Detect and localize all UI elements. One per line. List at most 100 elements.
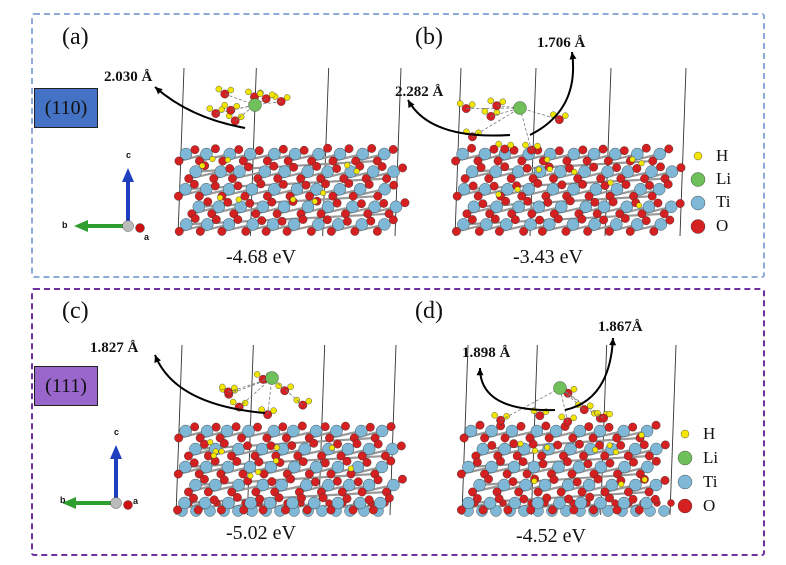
arrow-d2 <box>564 337 614 411</box>
h-atom <box>273 444 280 451</box>
panel-label-b: (b) <box>415 24 443 50</box>
h-atom <box>495 140 502 148</box>
ti-atom <box>579 200 593 214</box>
o-atom <box>475 420 485 430</box>
o-atom <box>456 505 466 515</box>
ti-atom <box>546 182 560 196</box>
h-atom <box>255 468 262 475</box>
o-atom <box>267 477 277 487</box>
o-atom <box>189 493 198 503</box>
o-atom <box>542 493 552 503</box>
ti-atom <box>331 460 345 474</box>
axes-bottom-origin <box>110 497 122 509</box>
arrow-d1 <box>479 367 556 412</box>
ti-atom <box>189 442 202 456</box>
ti-atom <box>653 147 666 161</box>
h-atom <box>320 189 327 196</box>
o-atom <box>484 474 493 484</box>
ti-atom <box>530 424 544 438</box>
hydrogen-bond <box>215 104 256 114</box>
o-atom <box>487 440 497 450</box>
ti-atom <box>321 200 335 214</box>
o-atom <box>645 180 654 190</box>
h-atom <box>544 444 551 451</box>
o-atom <box>211 422 221 432</box>
o-atom <box>289 162 299 172</box>
h-atom <box>253 371 261 378</box>
o-atom <box>223 197 233 207</box>
ti-atom <box>478 147 492 161</box>
o-atom <box>305 191 314 201</box>
ti-atom <box>287 218 301 231</box>
ti-atom <box>641 460 654 474</box>
panel-label-a: (a) <box>62 24 89 50</box>
arrow-a-head <box>155 87 163 95</box>
o-atom <box>323 143 333 153</box>
ti-atom <box>524 218 537 231</box>
energy-a: -4.68 eV <box>226 246 296 268</box>
h-atom <box>514 186 521 193</box>
o-atom <box>468 487 477 497</box>
h-atom <box>517 440 524 447</box>
o-atom <box>282 226 292 236</box>
o-atom <box>388 215 398 225</box>
ti-atom <box>258 165 272 178</box>
h-atom <box>618 481 625 488</box>
h-atom <box>215 85 223 93</box>
o-atom <box>517 156 527 166</box>
o-atom <box>494 494 504 504</box>
ti-atom <box>264 460 278 474</box>
o-atom <box>203 197 213 207</box>
arrow-c <box>154 354 266 414</box>
ti-atom <box>498 442 511 456</box>
distance-b-2: 1.706 Å <box>537 35 586 51</box>
o-atom <box>325 433 334 443</box>
h-atom <box>305 397 313 405</box>
o-atom <box>344 144 354 154</box>
ti-atom <box>457 218 470 231</box>
h-atom <box>219 383 226 391</box>
h-atom <box>224 156 231 163</box>
ti-atom <box>189 478 202 492</box>
o-atom <box>651 456 661 466</box>
o-atom <box>203 487 213 497</box>
o-atom <box>667 499 675 507</box>
arrow-b2 <box>529 51 574 136</box>
o-atom <box>467 143 477 153</box>
h-atom <box>629 156 636 163</box>
h-atom <box>247 472 254 479</box>
o-atom <box>337 487 347 497</box>
o-atom <box>342 456 352 466</box>
axes-top-a-axis-dot <box>135 223 145 233</box>
o-atom <box>664 144 674 154</box>
o-atom <box>243 441 252 451</box>
o-atom <box>184 174 194 184</box>
o-atom <box>269 161 279 171</box>
o-atom <box>396 441 406 451</box>
ti-atom <box>645 165 658 178</box>
ti-atom <box>489 165 502 178</box>
ti-atom <box>653 182 666 196</box>
o-atom <box>341 421 350 431</box>
h-atom <box>227 86 235 94</box>
o-atom <box>316 174 326 184</box>
h-atom <box>268 91 276 98</box>
ti-atom <box>532 200 546 214</box>
o-atom <box>225 164 235 173</box>
o-atom <box>648 156 658 166</box>
ti-atom <box>512 200 525 214</box>
o-atom <box>640 174 649 184</box>
h-atom <box>283 94 291 101</box>
axes-bottom-a-axis-dot <box>123 500 133 510</box>
frame-111 <box>31 288 765 556</box>
o-atom <box>474 226 484 236</box>
o-atom <box>616 440 626 450</box>
o-atom <box>316 209 326 219</box>
o-atom <box>460 174 470 184</box>
o-atom <box>379 198 389 208</box>
o-atom <box>485 209 495 219</box>
arrow-c-head <box>154 355 161 363</box>
ti-atom <box>610 182 624 196</box>
ti-atom <box>199 460 213 474</box>
ti-atom <box>200 147 213 161</box>
